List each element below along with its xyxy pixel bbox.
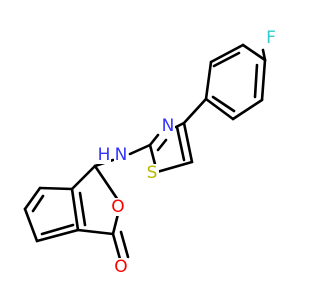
molecule-structure: F N S H N O O xyxy=(23,28,278,277)
atom-amine-nitrogen: N xyxy=(115,145,128,165)
bond-c2-n xyxy=(148,133,160,147)
bond-b2 xyxy=(23,186,42,211)
bond-b4-double xyxy=(40,223,75,236)
bond-b1 xyxy=(38,186,74,191)
bond-ring1 xyxy=(241,43,267,62)
bonds xyxy=(23,43,267,261)
bond-c1-o-carbonyl xyxy=(111,232,122,261)
atom-thiazole-sulfur: S xyxy=(147,163,158,183)
bond-ring4-double xyxy=(211,95,236,113)
bond-c1-o-carbonyl-double xyxy=(119,230,130,259)
bond-c2-nh xyxy=(128,143,152,156)
bond-ring6 xyxy=(260,58,267,102)
bond-phenyl-thiazole xyxy=(182,97,208,125)
bond-c1-c7a xyxy=(76,228,115,236)
atom-ring-oxygen: O xyxy=(111,197,124,217)
atom-labels: F N S H N O O xyxy=(97,28,278,277)
bond-b3 xyxy=(23,207,39,243)
bond-c5-s xyxy=(155,160,194,174)
atom-carbonyl-oxygen: O xyxy=(114,257,127,277)
bond-o-c1 xyxy=(111,212,120,236)
bond-ring6-double xyxy=(253,63,259,99)
bond-ring4 xyxy=(204,97,235,121)
bond-c3-o xyxy=(93,164,120,202)
bond-c3-c3a xyxy=(70,164,97,191)
bond-ring5 xyxy=(231,98,264,121)
bond-ring2 xyxy=(209,43,245,64)
bond-ring3 xyxy=(204,60,213,101)
bond-b2-double xyxy=(31,194,45,213)
bond-b4 xyxy=(35,228,80,243)
bond-ring2-double xyxy=(212,51,241,68)
atom-thiazole-nitrogen: N xyxy=(162,116,175,136)
bond-c4-c5-double xyxy=(175,125,186,162)
atom-amine-hydrogen: H xyxy=(98,145,111,165)
bond-c2-n-double xyxy=(156,138,168,152)
bond-c4-c5 xyxy=(182,121,194,164)
bond-n-c4 xyxy=(174,121,186,129)
bond-c3a-c7a xyxy=(70,187,80,232)
atom-fluorine: F xyxy=(266,28,276,48)
bond-c3a-c7a-double xyxy=(78,191,87,227)
molecule-canvas: F N S H N O O xyxy=(23,28,278,277)
